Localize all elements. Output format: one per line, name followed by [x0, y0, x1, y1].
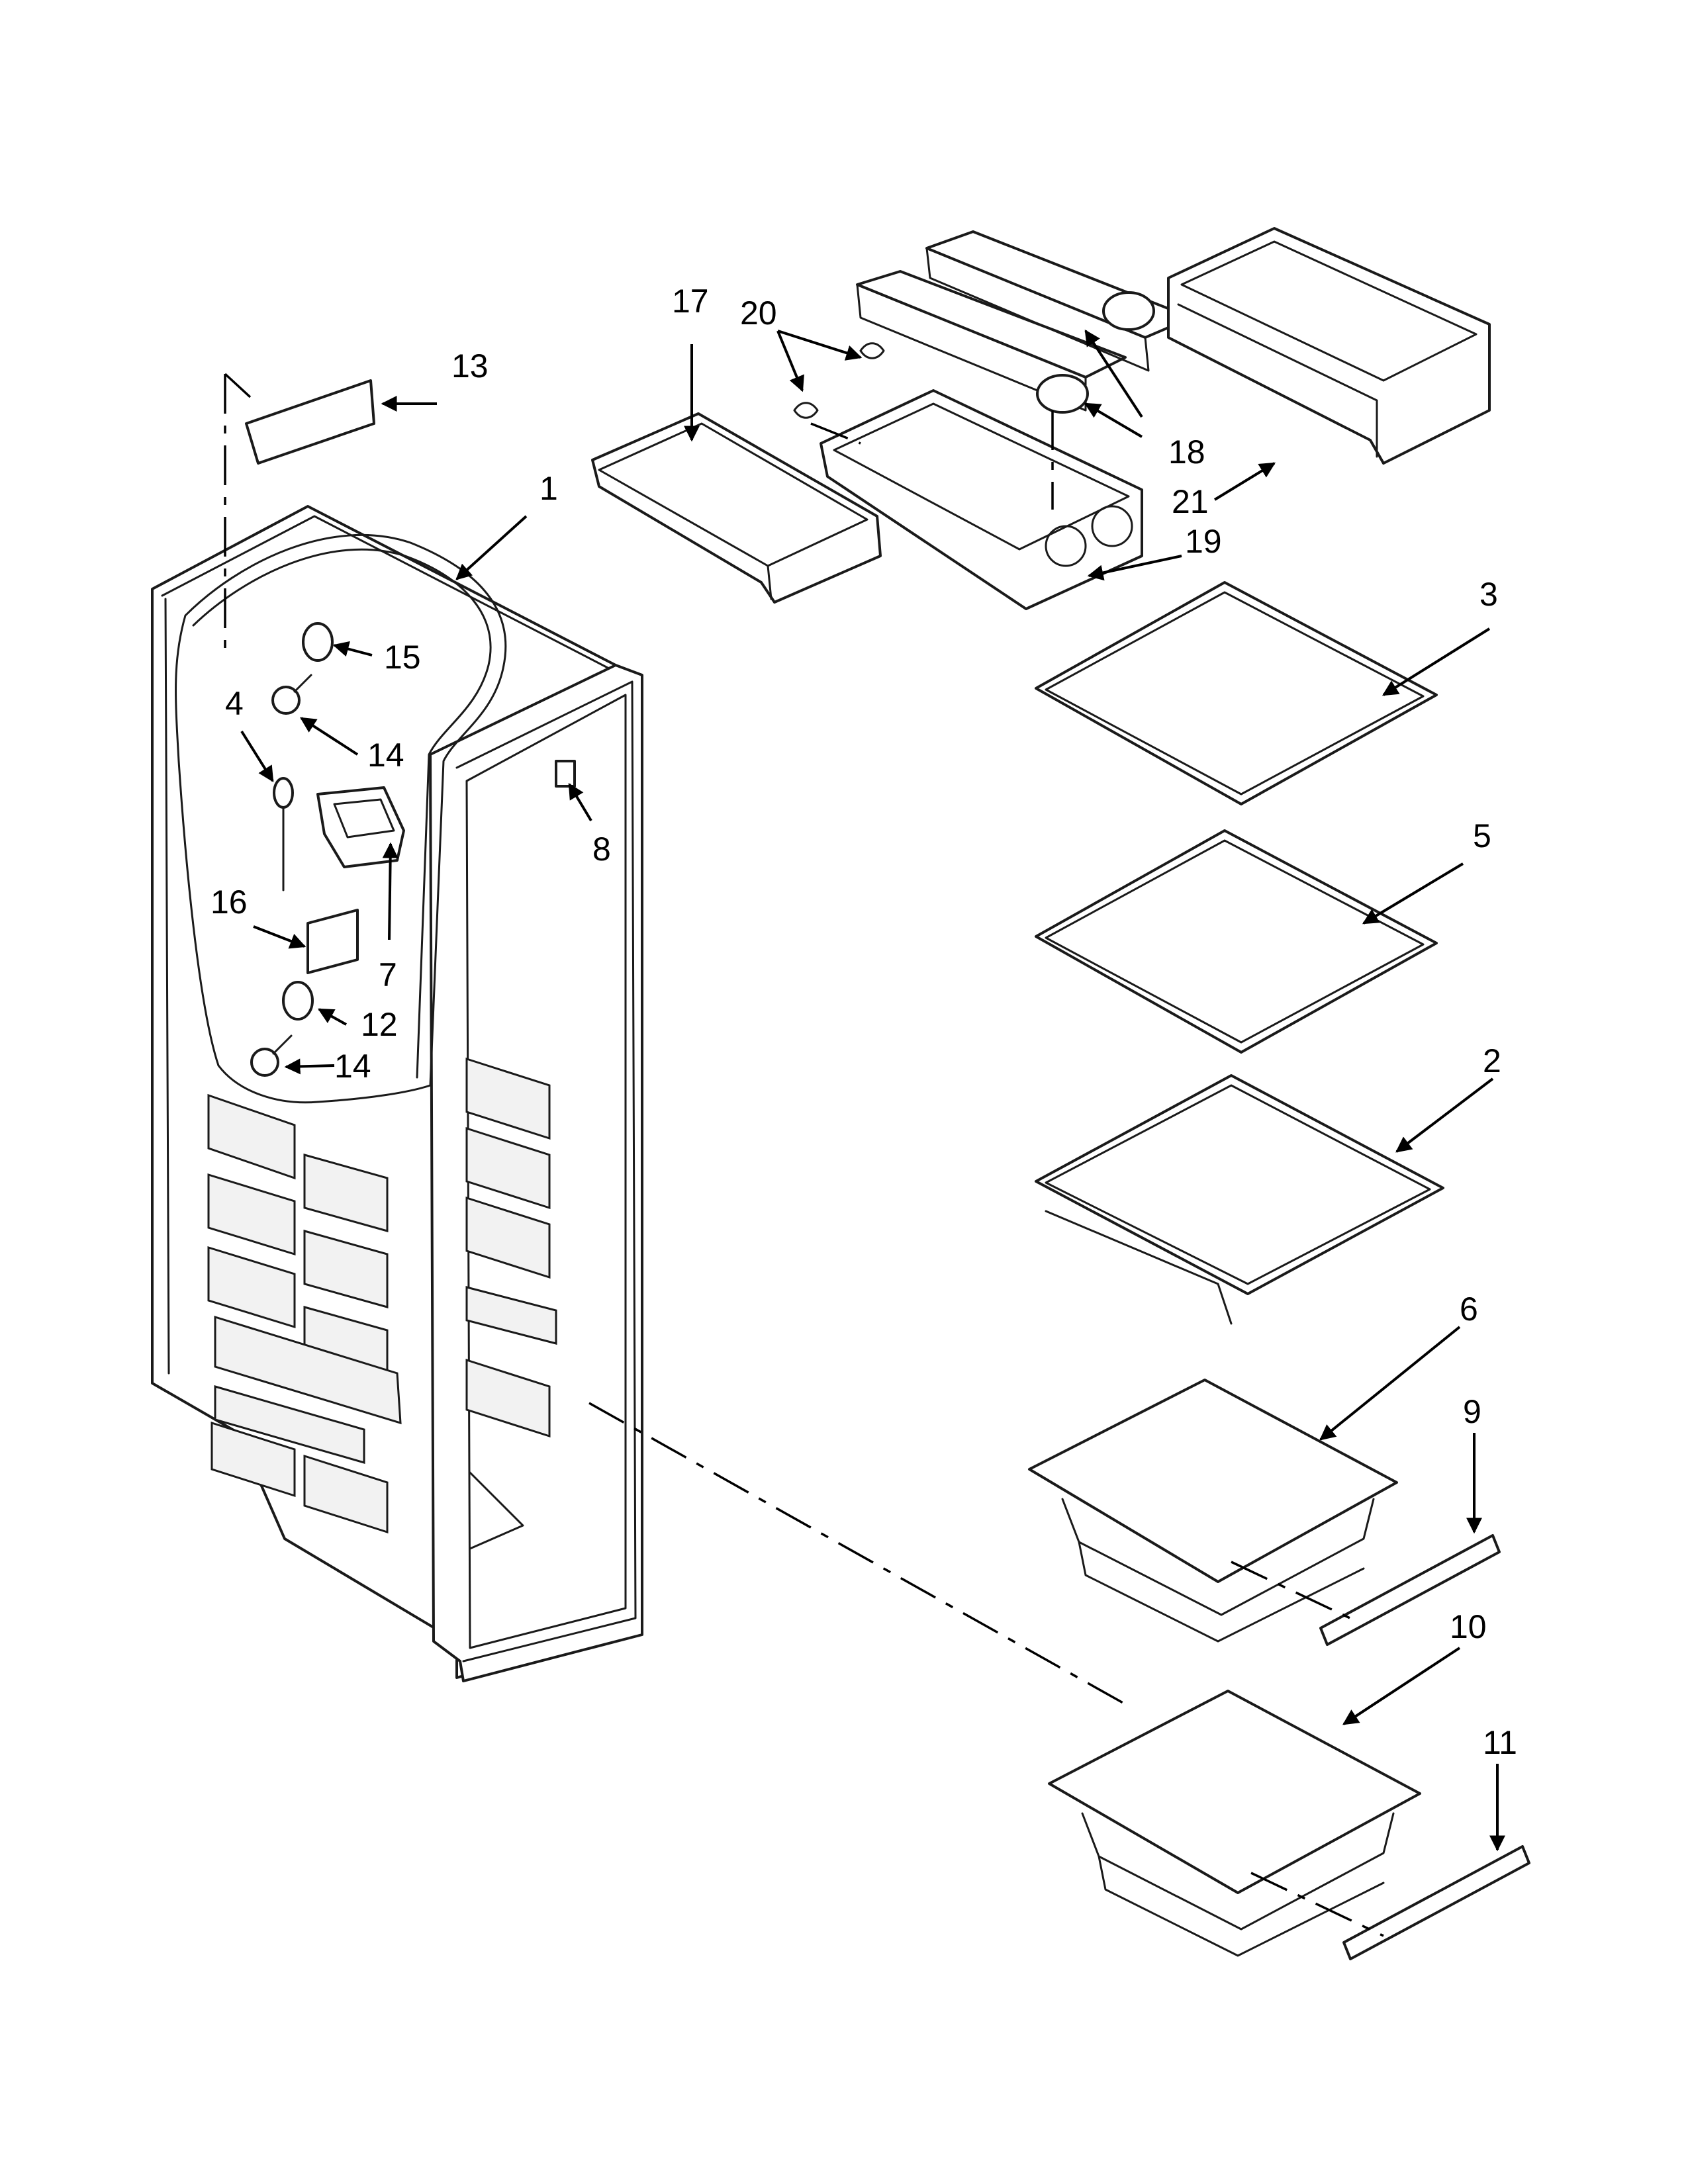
callout-8: 8 [592, 831, 611, 868]
liner-wall-vents [207, 1093, 402, 1534]
callout-labels: 1 2 3 4 5 6 7 8 9 10 11 12 13 14 14 15 1… [211, 283, 1517, 1761]
callout-21: 21 [1172, 483, 1209, 520]
leader-arrows [240, 329, 1505, 1852]
door-switch [555, 760, 576, 788]
control-housing [316, 786, 405, 868]
ice-tray-holder [820, 389, 1143, 610]
callout-2: 2 [1483, 1042, 1501, 1079]
callout-15: 15 [384, 639, 421, 676]
ice-tray-springs [793, 342, 885, 419]
crisper-lower [1048, 1690, 1421, 1957]
assembly-dashed-lines [224, 373, 1384, 1937]
shelf-middle [1035, 829, 1438, 1054]
light-bulb-upper [271, 674, 312, 715]
callout-17: 17 [672, 283, 709, 320]
ice-tray-knobs [1036, 291, 1155, 414]
callout-10: 10 [1450, 1608, 1487, 1645]
callout-4: 4 [225, 685, 244, 722]
callout-9: 9 [1463, 1393, 1481, 1430]
slide-lower [1342, 1845, 1530, 1960]
callout-7: 7 [379, 956, 397, 993]
callout-6: 6 [1460, 1291, 1478, 1328]
callout-16: 16 [211, 884, 248, 921]
callout-18: 18 [1168, 433, 1205, 471]
callout-5: 5 [1473, 817, 1491, 854]
callout-11: 11 [1483, 1724, 1517, 1761]
callout-14-lower: 14 [334, 1048, 371, 1085]
light-socket-lower [282, 981, 314, 1021]
callout-3: 3 [1479, 576, 1498, 613]
shelf-sliding [1035, 1074, 1444, 1325]
callout-13: 13 [451, 347, 489, 385]
refrigerator-liner [151, 505, 643, 1682]
crisper-upper [1028, 1379, 1398, 1643]
pan [591, 412, 882, 604]
switch-bracket [245, 379, 375, 465]
ice-storage-bin [1167, 227, 1491, 465]
light-bulb-lower [250, 1034, 293, 1077]
callout-19: 19 [1185, 523, 1222, 560]
shelf-upper [1035, 581, 1438, 805]
thermistor [273, 777, 294, 891]
callout-12: 12 [361, 1006, 398, 1043]
callout-1: 1 [539, 470, 558, 507]
light-socket-upper [302, 622, 334, 662]
light-shield [306, 909, 359, 974]
callout-20: 20 [740, 295, 777, 332]
liner-side-slots [465, 1057, 557, 1550]
callout-14-upper: 14 [367, 737, 404, 774]
slide-upper [1319, 1534, 1501, 1646]
